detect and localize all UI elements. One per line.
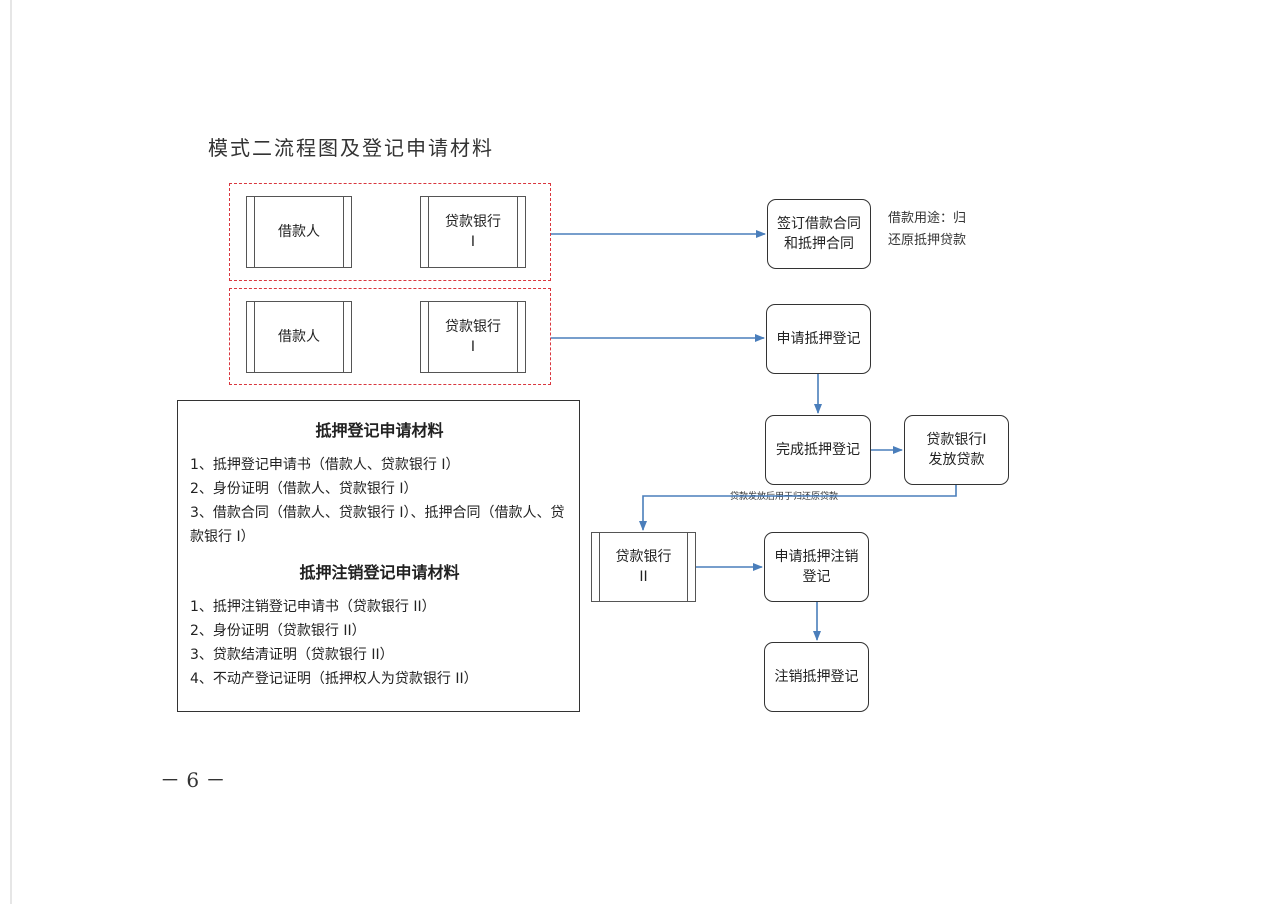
sign-contract-line1: 签订借款合同 xyxy=(777,216,861,232)
scan-edge xyxy=(10,0,12,904)
apply-cancel-node: 申请抵押注销 登记 xyxy=(764,532,869,602)
cancel-mortgage-node: 注销抵押登记 xyxy=(764,642,869,712)
cancel-material-item: 1、抵押注销登记申请书（贷款银行 II） xyxy=(190,599,436,615)
mortgage-materials-heading: 抵押登记申请材料 xyxy=(315,421,444,440)
bank1-label-1-line2: I xyxy=(470,234,476,250)
loan-purpose-line1: 借款用途：归 xyxy=(888,211,967,226)
cancel-mortgage-label: 注销抵押登记 xyxy=(774,669,859,685)
apply-cancel-line1: 申请抵押注销 xyxy=(774,549,859,565)
mortgage-material-item: 3、借款合同（借款人、贷款银行 I）、抵押合同（借款人、贷款银行 I） xyxy=(190,505,565,545)
bank1-label-2-line2: I xyxy=(470,339,476,355)
bank1-label-1-line1: 贷款银行 xyxy=(445,214,501,230)
sign-contract-line2: 和抵押合同 xyxy=(784,236,854,252)
cancel-materials-heading: 抵押注销登记申请材料 xyxy=(299,563,460,582)
cancel-material-item: 2、身份证明（贷款银行 II） xyxy=(190,623,366,639)
bank1-loan-node: 贷款银行I 发放贷款 xyxy=(904,415,1009,485)
mortgage-material-item: 2、身份证明（借款人、贷款银行 I） xyxy=(190,481,418,497)
bank1-box-2: 贷款银行 I xyxy=(420,301,526,373)
loan-purpose-note: 借款用途：归 还原抵押贷款 xyxy=(888,208,966,252)
borrower-box-2: 借款人 xyxy=(246,301,352,373)
borrower-label-2: 借款人 xyxy=(278,329,320,345)
cancel-material-item: 4、不动产登记证明（抵押权人为贷款银行 II） xyxy=(190,671,478,687)
bank1-box-1: 贷款银行 I xyxy=(420,196,526,268)
bank2-box: 贷款银行 II xyxy=(591,532,696,602)
bank1-loan-line2: 发放贷款 xyxy=(928,452,985,468)
borrower-box-1: 借款人 xyxy=(246,196,352,268)
bank2-line2: II xyxy=(639,569,648,585)
page-title: 模式二流程图及登记申请材料 xyxy=(208,136,494,160)
cancel-material-item: 3、贷款结清证明（贷款银行 II） xyxy=(190,647,394,663)
page-number: － 6 － xyxy=(160,768,226,792)
apply-mortgage-label: 申请抵押登记 xyxy=(776,331,861,347)
sign-contract-node: 签订借款合同 和抵押合同 xyxy=(767,199,871,269)
complete-mortgage-label: 完成抵押登记 xyxy=(776,442,860,458)
complete-mortgage-node: 完成抵押登记 xyxy=(765,415,871,485)
materials-box: 抵押登记申请材料 1、抵押登记申请书（借款人、贷款银行 I） 2、身份证明（借款… xyxy=(177,400,580,712)
borrower-label-1: 借款人 xyxy=(278,224,320,240)
bank1-loan-line1: 贷款银行I xyxy=(926,432,987,448)
cancel-materials-list: 1、抵押注销登记申请书（贷款银行 II） 2、身份证明（贷款银行 II） 3、贷… xyxy=(190,595,569,691)
party-group-2 xyxy=(229,288,551,385)
loan-purpose-line2: 还原抵押贷款 xyxy=(888,233,967,248)
bank1-label-2-line1: 贷款银行 xyxy=(445,319,501,335)
apply-cancel-line2: 登记 xyxy=(802,569,831,585)
bank2-line1: 贷款银行 xyxy=(615,549,672,565)
mortgage-materials-list: 1、抵押登记申请书（借款人、贷款银行 I） 2、身份证明（借款人、贷款银行 I）… xyxy=(190,453,569,549)
mortgage-material-item: 1、抵押登记申请书（借款人、贷款银行 I） xyxy=(190,457,460,473)
apply-mortgage-node: 申请抵押登记 xyxy=(766,304,871,374)
arrow-bank1-to-bank2 xyxy=(639,485,957,531)
party-group-1 xyxy=(229,183,551,281)
